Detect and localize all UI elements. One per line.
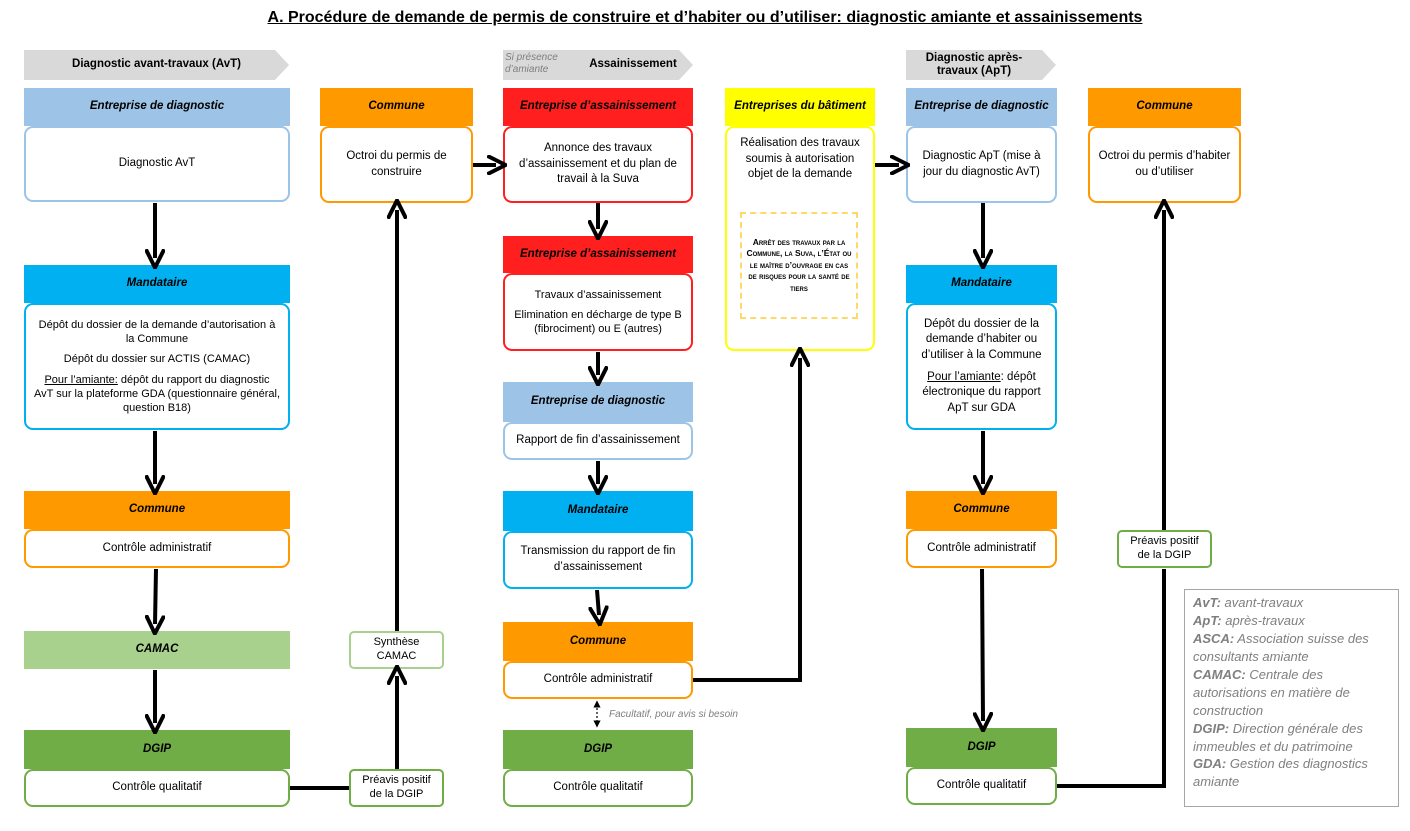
header-mandataire: Mandataire	[24, 265, 290, 303]
phase-avt-banner: Diagnostic avant-travaux (AvT)	[24, 50, 289, 80]
facultatif-note: Facultatif, pour avis si besoin	[609, 709, 738, 720]
depot-apt-text: Pour l’amiante: dépôt électronique du ra…	[914, 370, 1049, 417]
box-controle-qualitatif-2: Contrôle qualitatif	[503, 769, 693, 807]
box-controle-qualitatif: Contrôle qualitatif	[24, 769, 290, 807]
box-controle-administratif-2: Contrôle administratif	[503, 661, 693, 699]
depot-dossier-text: Dépôt du dossier de la demande d’autoris…	[38, 318, 276, 345]
header-mandataire-3: Mandataire	[906, 265, 1057, 303]
box-controle-qualitatif-3: Contrôle qualitatif	[906, 767, 1057, 805]
phase-apt-banner: Diagnostic après-travaux (ApT)	[906, 50, 1056, 80]
arrow-commune-to-dgip-3	[982, 568, 983, 721]
header-commune-permis: Commune	[320, 88, 473, 126]
header-camac: CAMAC	[24, 631, 290, 669]
page-title: A. Procédure de demande de permis de con…	[267, 9, 1143, 26]
arrow-commune-to-batiment	[693, 358, 800, 682]
header-commune-habiter: Commune	[1088, 88, 1241, 126]
box-preavis-dgip: Préavis positif de la DGIP	[349, 769, 444, 807]
box-annonce-travaux: Annonce des travaux d’assainissement et …	[503, 126, 693, 203]
arrow-commune-to-camac	[155, 568, 156, 624]
phase-assainissement-label: Assainissement	[589, 58, 677, 71]
depot-actis-text: Dépôt du dossier sur ACTIS (CAMAC)	[63, 353, 251, 366]
legend-item-apt: ApT: après-travaux	[1193, 612, 1305, 628]
depot-apt-detail: : dépôt électronique du rapport ApT sur …	[922, 370, 1041, 414]
depot-amiante-detail: dépôt du rapport du diagnostic AvT sur l…	[34, 373, 281, 415]
pour-amiante-label-2: Pour l’amiante	[927, 370, 1001, 383]
header-entreprise-assainissement: Entreprise d’assainissement	[503, 88, 693, 126]
header-entreprise-diagnostic-3: Entreprise de diagnostic	[906, 88, 1057, 126]
header-dgip: DGIP	[24, 730, 290, 769]
header-entreprises-batiment: Entreprises du bâtiment	[725, 88, 875, 126]
header-entreprise-diagnostic: Entreprise de diagnostic	[24, 88, 290, 126]
phase-assainissement-banner: Assainissement	[503, 50, 693, 80]
header-entreprise-diagnostic-2: Entreprise de diagnostic	[503, 382, 693, 422]
elimination-text: Elimination en décharge de type B (fibro…	[514, 308, 682, 336]
legend-item-avt: AvT: avant-travaux	[1193, 595, 1304, 610]
box-diagnostic-apt: Diagnostic ApT (mise à jour du diagnosti…	[906, 126, 1057, 203]
presence-amiante-note: Si présence d’amiante	[505, 52, 558, 75]
box-synthese-camac: Synthèse CAMAC	[349, 631, 444, 669]
box-controle-administratif-3: Contrôle administratif	[906, 529, 1057, 568]
legend-item-camac: CAMAC: Centrale des autorisations en mat…	[1193, 666, 1350, 718]
header-dgip-2: DGIP	[503, 730, 693, 769]
box-octroi-permis-construire: Octroi du permis de construire	[320, 126, 473, 203]
header-entreprise-assainissement-2: Entreprise d’assainissement	[503, 236, 693, 273]
box-depot-habiter: Dépôt du dossier de la demande d’habiter…	[906, 303, 1057, 430]
depot-amiante-text: Pour l’amiante: dépôt du rapport du diag…	[34, 373, 280, 416]
box-depot-dossier: Dépôt du dossier de la demande d’autoris…	[24, 303, 290, 430]
box-diagnostic-avt: Diagnostic AvT	[24, 126, 290, 202]
header-mandataire-2: Mandataire	[503, 491, 693, 531]
arrow-transmission-to-commune	[597, 589, 599, 615]
travaux-text: Travaux d’assainissement	[534, 288, 662, 301]
pour-amiante-label: Pour l’amiante:	[44, 373, 118, 386]
box-octroi-permis-habiter: Octroi du permis d’habiter ou d’utiliser	[1088, 126, 1241, 203]
legend-box: AvT: avant-travaux ApT: après-travaux AS…	[1184, 589, 1399, 807]
header-commune: Commune	[24, 491, 290, 529]
legend-item-asca: ASCA: Association suisse des consultants…	[1193, 630, 1369, 664]
header-commune-2: Commune	[503, 622, 693, 661]
realisation-text: Réalisation des travaux soumis à autoris…	[740, 137, 860, 181]
depot-habiter-text: Dépôt du dossier de la demande d’habiter…	[921, 317, 1042, 361]
legend-item-gda: GDA: Gestion des diagnostics amiante	[1193, 756, 1368, 790]
box-controle-administratif: Contrôle administratif	[24, 529, 290, 568]
box-travaux-assainissement: Travaux d’assainissement Elimination en …	[503, 273, 693, 351]
box-rapport-fin: Rapport de fin d’assainissement	[503, 422, 693, 460]
box-preavis-dgip-2: Préavis positif de la DGIP	[1117, 530, 1212, 568]
legend-item-dgip: DGIP: Direction générale des immeubles e…	[1193, 720, 1363, 754]
stop-travaux-box: Arrêt des travaux par la Commune, la Suv…	[740, 212, 858, 319]
connector-dgip-to-preavis-2	[1057, 569, 1166, 788]
box-transmission-rapport: Transmission du rapport de fin d’assaini…	[503, 531, 693, 589]
box-realisation-travaux: Réalisation des travaux soumis à autoris…	[725, 126, 875, 351]
header-dgip-3: DGIP	[906, 728, 1057, 767]
header-commune-3: Commune	[906, 491, 1057, 529]
